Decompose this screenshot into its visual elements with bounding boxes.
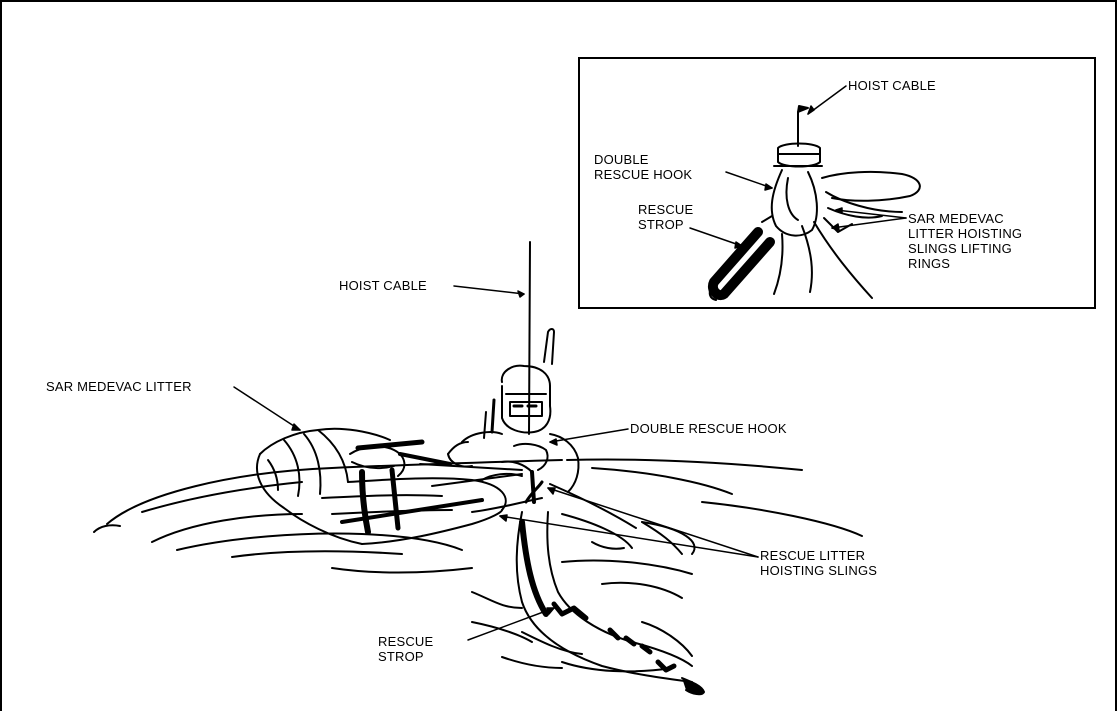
sar-medevac-litter-label: SAR MEDEVAC LITTER bbox=[46, 379, 192, 394]
slings-drawing bbox=[420, 464, 682, 554]
inset-double-rescue-hook-label: DOUBLE RESCUE HOOK bbox=[594, 152, 692, 182]
inset-lifting-rings-label: SAR MEDEVAC LITTER HOISTING SLINGS LIFTI… bbox=[908, 211, 1022, 271]
rescue-litter-hoisting-slings-label: RESCUE LITTER HOISTING SLINGS bbox=[760, 548, 877, 578]
inset-drawing bbox=[710, 106, 920, 300]
main-leader-lines bbox=[234, 286, 758, 640]
water-ripples bbox=[94, 459, 862, 671]
double-rescue-hook-label: DOUBLE RESCUE HOOK bbox=[630, 421, 787, 436]
inset-rescue-strop-label: RESCUE STROP bbox=[638, 202, 693, 232]
inset-hoist-cable-label: HOIST CABLE bbox=[848, 78, 936, 93]
hoist-cable-line bbox=[529, 242, 530, 434]
hoist-cable-label: HOIST CABLE bbox=[339, 278, 427, 293]
rescue-strop-label: RESCUE STROP bbox=[378, 634, 433, 664]
litter-drawing bbox=[257, 429, 506, 544]
